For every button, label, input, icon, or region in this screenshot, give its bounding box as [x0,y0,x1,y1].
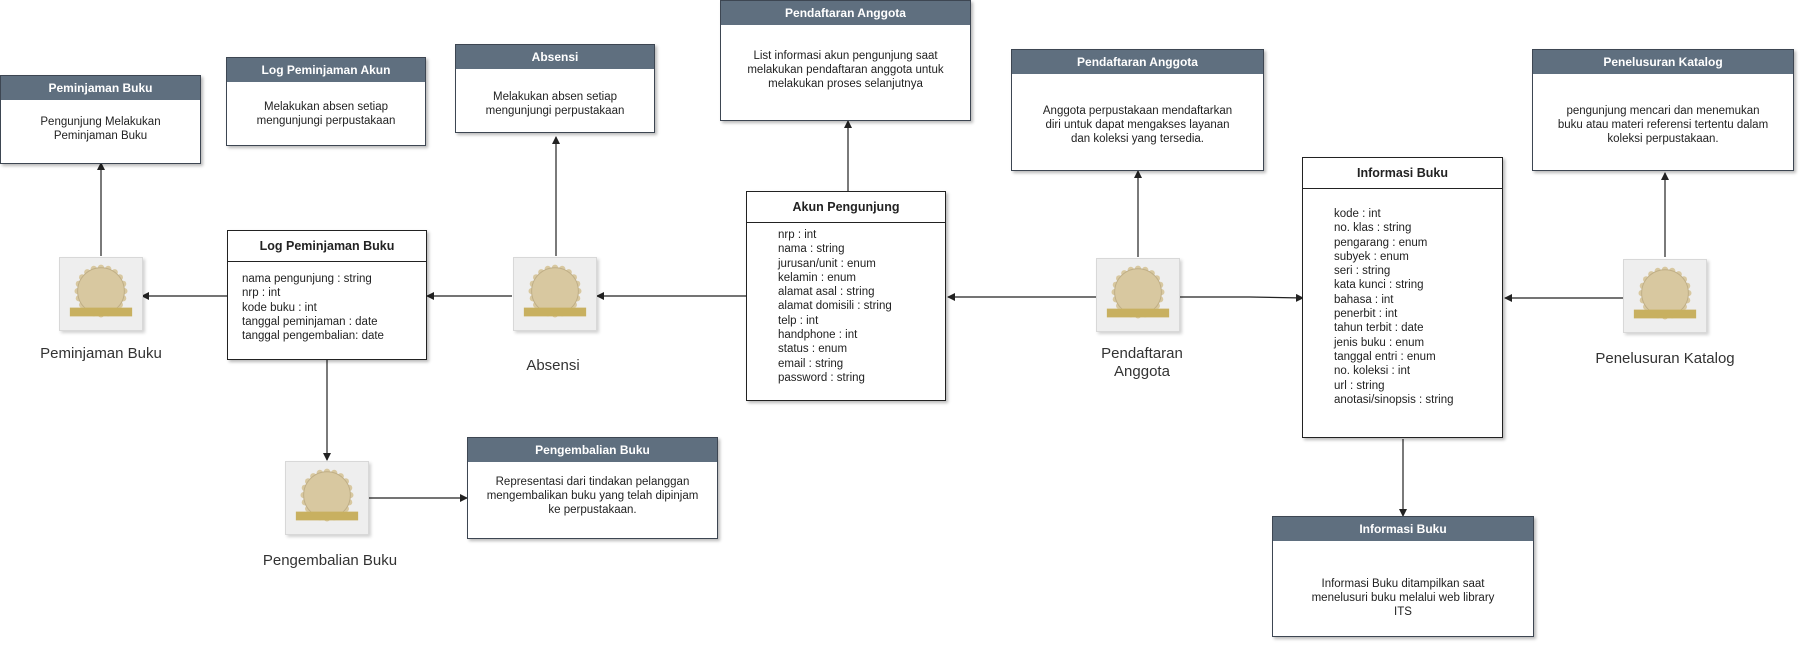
attribute-item: kelamin : enum [778,271,856,284]
attribute-item: no. klas : string [1334,222,1412,235]
attribute-item: kode buku : int [242,301,317,314]
note-title: Peminjaman Buku [1,76,200,100]
attribute-item: bahasa : int [1334,293,1394,306]
book-token-icon [1633,266,1697,320]
attribute-item: nama : string [778,243,845,256]
note-pendaftaran-anggota-akun: Pendaftaran Anggota List informasi akun … [720,0,971,121]
attribute-item: kata kunci : string [1334,279,1424,292]
note-body: Representasi dari tindakan pelanggan men… [486,476,699,516]
actor-label: Pengembalian Buku [262,552,398,569]
note-title: Absensi [456,45,654,69]
note-body: Anggota perpustakaan mendaftarkan diri u… [1042,105,1233,145]
attribute-item: nama pengunjung : string [242,273,372,285]
attribute-item: telp : int [778,314,819,327]
note-body: List informasi akun pengunjung saat mela… [747,50,944,90]
note-body: Melakukan absen setiap mengunjungi perpu… [485,91,625,117]
attribute-item: no. koleksi : int [1334,365,1411,378]
note-pendaftaran-anggota: Pendaftaran Anggota Anggota perpustakaan… [1011,49,1264,171]
note-title: Penelusuran Katalog [1533,50,1793,74]
book-token-icon [523,264,587,318]
attribute-item: handphone : int [778,329,858,342]
attribute-item: tanggal peminjaman : date [242,315,378,328]
note-body: pengunjung mencari dan menemukan buku at… [1557,105,1769,145]
attribute-item: status : enum [778,343,848,356]
attribute-item: email : string [778,357,844,370]
entity-informasi-buku: Informasi Buku kode : int no. klas : stri… [1302,157,1503,438]
actor-penelusuran-katalog [1623,259,1707,333]
actor-label: Pendaftaran Anggota [1101,345,1183,380]
note-body: Pengunjung Melakukan Peminjaman Buku [40,116,161,142]
actor-pengembalian-buku [285,461,369,535]
actor-pendaftaran-anggota [1096,258,1180,332]
book-token-icon [69,264,133,318]
entity-title: Akun Pengunjung [747,192,945,223]
note-title: Pendaftaran Anggota [1012,50,1263,74]
note-penelusuran-katalog: Penelusuran Katalog pengunjung mencari d… [1532,49,1794,171]
actor-label: Absensi [526,357,580,374]
note-peminjaman-buku: Peminjaman Buku Pengunjung Melakukan Pem… [0,75,201,164]
entity-title: Log Peminjaman Buku [228,231,426,262]
attribute-item: penerbit : int [1334,308,1398,321]
attribute-item: jurusan/unit : enum [778,257,876,270]
attribute-item: pengarang : enum [1334,236,1428,249]
actor-label: Peminjaman Buku [40,345,162,362]
note-title: Pengembalian Buku [468,438,717,462]
note-title: Informasi Buku [1273,517,1533,541]
note-title: Log Peminjaman Akun [227,58,425,82]
entity-title: Informasi Buku [1303,158,1502,189]
note-pengembalian-buku: Pengembalian Buku Representasi dari tind… [467,437,718,539]
note-absensi: Absensi Melakukan absen setiap mengunjun… [455,44,655,133]
attribute-item: subyek : enum [1334,250,1409,263]
attribute-item: alamat domisili : string [778,300,892,313]
attribute-item: tahun terbit : date [1334,322,1424,335]
attribute-item: seri : string [1334,265,1391,278]
actor-absensi [513,257,597,331]
note-body: Informasi Buku ditampilkan saat menelusu… [1311,578,1495,618]
actor-peminjaman-buku [59,257,143,331]
attribute-item: kode : int [1334,208,1381,220]
attribute-item: url : string [1334,379,1385,392]
attribute-item: alamat asal : string [778,286,875,299]
edge-pendaftaran-to-informasi [1180,293,1304,302]
book-token-icon [1106,265,1170,319]
attribute-item: password : string [778,371,865,384]
note-body: Melakukan absen setiap mengunjungi perpu… [256,101,396,127]
attribute-item: nrp : int [778,229,817,241]
entity-log-peminjaman-buku: Log Peminjaman Buku nama pengunjung : st… [227,230,427,360]
attribute-item: jenis buku : enum [1334,336,1425,349]
note-log-peminjaman-akun: Log Peminjaman Akun Melakukan absen seti… [226,57,426,146]
attribute-item: anotasi/sinopsis : string [1334,393,1454,406]
attribute-item: nrp : int [242,287,281,300]
attribute-item: tanggal pengembalian: date [242,330,384,343]
note-informasi-buku: Informasi Buku Informasi Buku ditampilka… [1272,516,1534,637]
note-title: Pendaftaran Anggota [721,1,970,25]
actor-label: Penelusuran Katalog [1595,350,1735,367]
book-token-icon [295,468,359,522]
attribute-item: tanggal entri : enum [1334,350,1436,363]
